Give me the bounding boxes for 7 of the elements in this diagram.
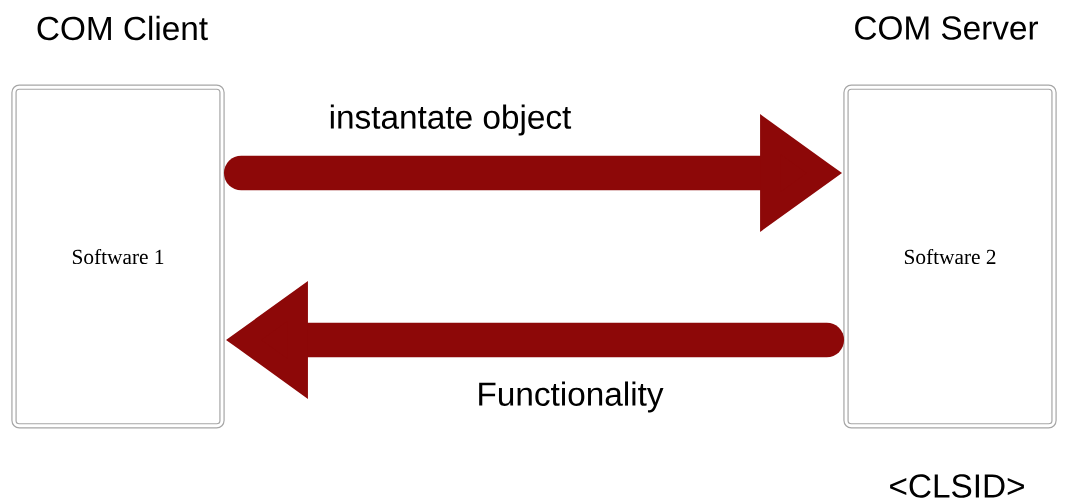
edge-label: Functionality bbox=[479, 381, 664, 413]
edge-label: instantate object bbox=[330, 104, 572, 136]
heading: COM Server bbox=[855, 16, 1038, 40]
software-box: Software 2 bbox=[843, 84, 1057, 429]
heading: COM Client bbox=[37, 15, 208, 41]
software-box: Software 1 bbox=[11, 84, 225, 429]
identifier-label: <CLSID> bbox=[890, 474, 1024, 498]
